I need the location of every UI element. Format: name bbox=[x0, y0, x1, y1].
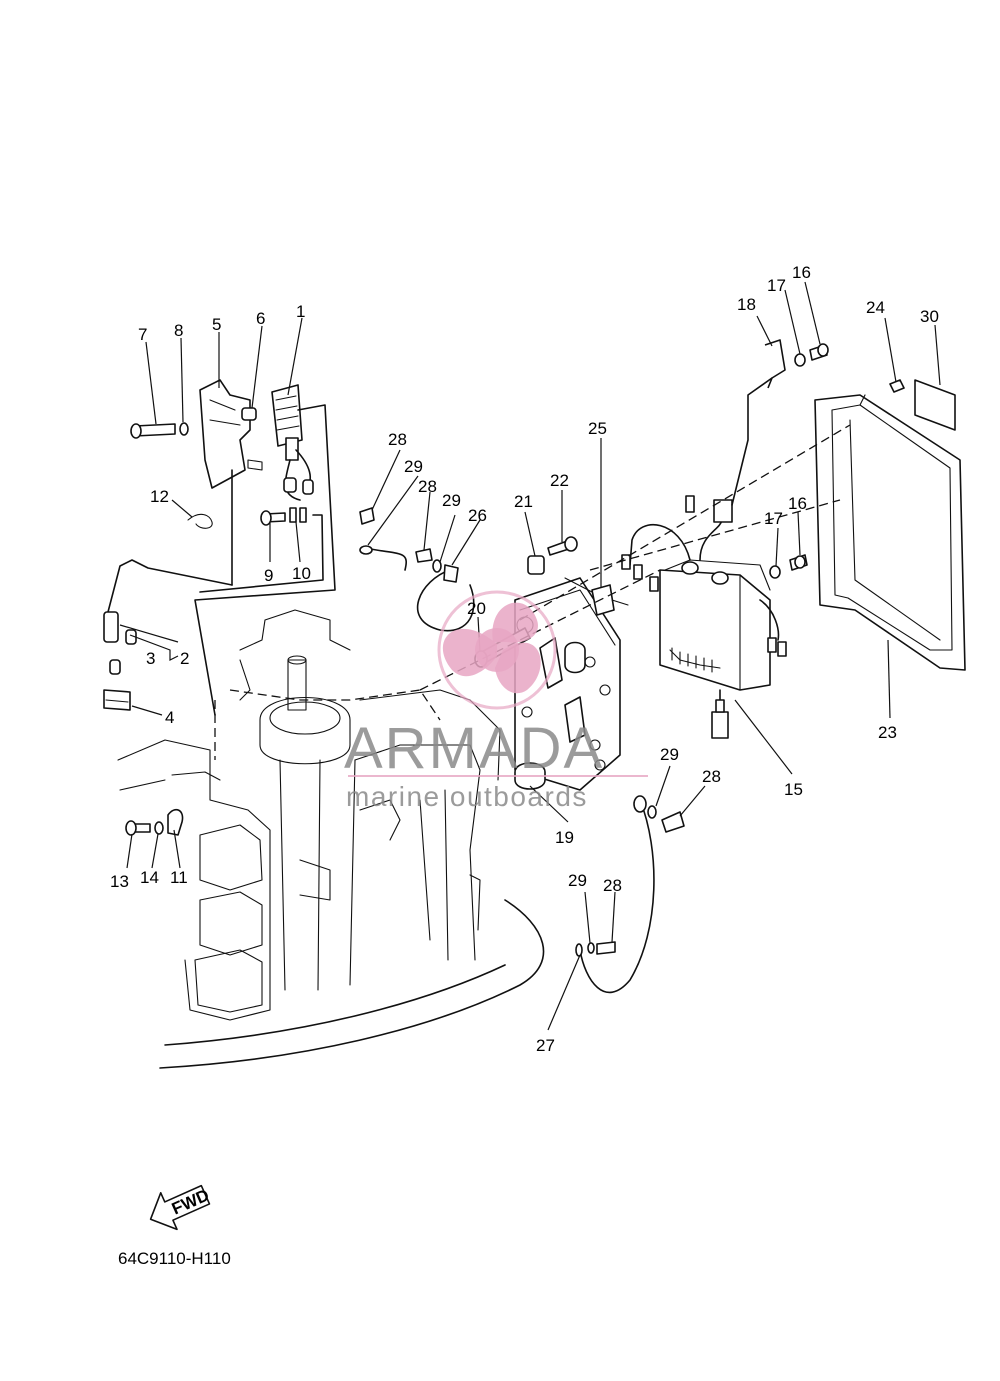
callout-27: 27 bbox=[536, 1036, 555, 1055]
callout-19: 19 bbox=[555, 828, 574, 847]
callout-29-b: 29 bbox=[442, 491, 461, 510]
callout-23: 23 bbox=[878, 723, 897, 742]
callout-28-b: 28 bbox=[418, 477, 437, 496]
callout-5: 5 bbox=[212, 315, 221, 334]
callout-14: 14 bbox=[140, 868, 159, 887]
callout-21: 21 bbox=[514, 492, 533, 511]
callout-7: 7 bbox=[138, 325, 147, 344]
callout-10: 10 bbox=[292, 564, 311, 583]
callout-18: 18 bbox=[737, 295, 756, 314]
hardware-28-29-right bbox=[633, 795, 685, 833]
leader-lines bbox=[119, 281, 941, 1031]
callout-28-d: 28 bbox=[603, 876, 622, 895]
watermark-brand: ARMADA bbox=[344, 716, 604, 781]
callout-28-a: 28 bbox=[388, 430, 407, 449]
hardware-28-29-bottom bbox=[575, 941, 616, 957]
cdi-unit-group bbox=[359, 339, 966, 994]
callout-30: 30 bbox=[920, 307, 939, 326]
engine-block bbox=[117, 609, 545, 1069]
fwd-arrow-badge: FWD bbox=[149, 1184, 212, 1231]
callout-16-b: 16 bbox=[788, 494, 807, 513]
callout-24: 24 bbox=[866, 298, 885, 317]
callout-11: 11 bbox=[170, 868, 188, 887]
propeller-logo-icon bbox=[437, 590, 557, 710]
callout-22: 22 bbox=[550, 471, 569, 490]
callout-20: 20 bbox=[467, 599, 486, 618]
callout-12: 12 bbox=[150, 487, 169, 506]
callout-25: 25 bbox=[588, 419, 607, 438]
callout-1: 1 bbox=[296, 302, 305, 321]
callout-9: 9 bbox=[264, 566, 273, 585]
callout-labels: 1 2 3 4 5 6 7 8 9 10 11 12 13 14 15 16 1… bbox=[110, 263, 939, 1055]
callout-6: 6 bbox=[256, 309, 265, 328]
callout-16: 16 bbox=[792, 263, 811, 282]
callout-8: 8 bbox=[174, 321, 183, 340]
callout-26: 26 bbox=[468, 506, 487, 525]
callout-4: 4 bbox=[165, 708, 174, 727]
hardware-28-29-top bbox=[359, 507, 442, 573]
watermark-tagline: marine outboards bbox=[346, 781, 588, 812]
watermark: ARMADA marine outboards bbox=[344, 590, 648, 812]
callout-13: 13 bbox=[110, 872, 129, 891]
callout-15: 15 bbox=[784, 780, 803, 799]
callout-28-c: 28 bbox=[702, 767, 721, 786]
callout-3: 3 bbox=[146, 649, 155, 668]
diagram-code: 64C9110-H110 bbox=[118, 1249, 231, 1268]
callout-29-d: 29 bbox=[568, 871, 587, 890]
callout-17-b: 17 bbox=[764, 509, 783, 528]
callout-2: 2 bbox=[180, 649, 189, 668]
callout-29-c: 29 bbox=[660, 745, 679, 764]
ignition-coil-group bbox=[103, 379, 336, 836]
callout-17: 17 bbox=[767, 276, 786, 295]
callout-29-a: 29 bbox=[404, 457, 423, 476]
